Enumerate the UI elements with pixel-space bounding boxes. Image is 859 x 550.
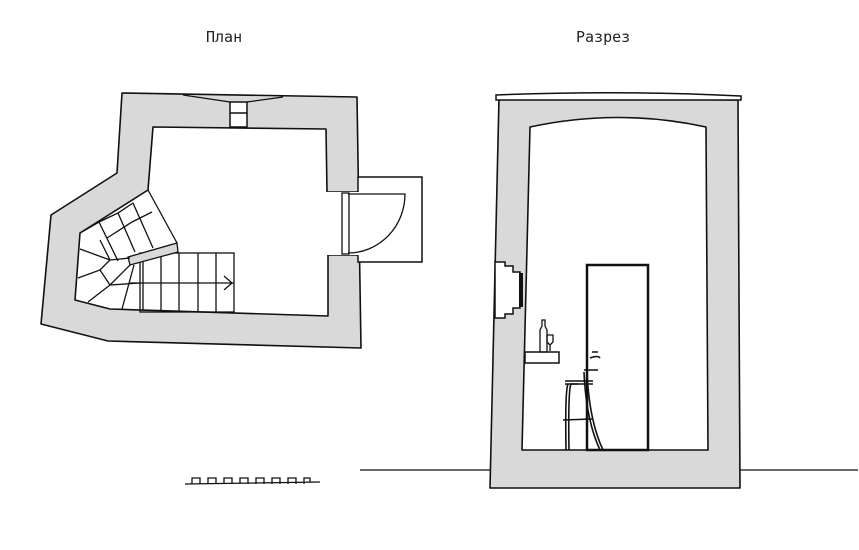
floor-plan xyxy=(40,92,423,485)
landing-stringer xyxy=(127,242,179,266)
door-swing-arc xyxy=(347,193,406,254)
window-frame xyxy=(519,273,523,307)
door xyxy=(585,263,650,452)
roof-cap xyxy=(495,91,742,101)
door-leaf xyxy=(341,192,350,255)
bottle xyxy=(539,319,548,353)
shelf xyxy=(524,351,560,364)
plan-walls xyxy=(40,92,362,349)
scale-bar xyxy=(184,477,321,485)
section-walls xyxy=(489,97,741,489)
direction-arrow xyxy=(223,275,233,291)
staircase xyxy=(77,189,235,313)
cross-section xyxy=(360,91,858,489)
chair xyxy=(562,351,604,451)
window-splay xyxy=(182,94,284,103)
section-title: Разрез xyxy=(576,28,631,46)
plan-window xyxy=(229,101,248,128)
plan-title: План xyxy=(206,28,243,46)
wine-glass xyxy=(546,334,554,351)
window-niche xyxy=(494,261,521,319)
porch xyxy=(357,176,423,263)
